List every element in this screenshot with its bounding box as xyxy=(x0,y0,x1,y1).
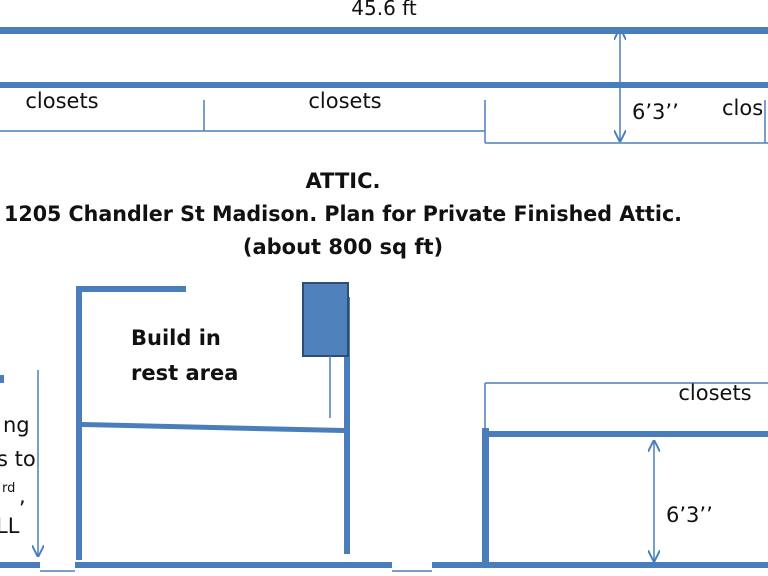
cabinet-box xyxy=(302,282,349,357)
title-line-1: ATTIC. xyxy=(306,169,381,193)
rest-area-label-line-1: Build in xyxy=(131,326,221,350)
overall-width-label: 45.6 ft xyxy=(351,0,417,20)
title-line-2: 1205 Chandler St Madison. Plan for Priva… xyxy=(4,202,682,226)
bottom-depth-label: 6’3’’ xyxy=(666,503,713,527)
top-inner-wall xyxy=(0,82,768,88)
closets-label-4: closets xyxy=(678,381,751,405)
right-room-left-wall xyxy=(482,428,489,564)
rest-area-top-wall xyxy=(76,286,186,292)
left-note-line-2: s to xyxy=(0,447,36,471)
right-room-top-wall xyxy=(482,431,768,437)
plan-title: ATTIC. 1205 Chandler St Madison. Plan fo… xyxy=(4,169,682,259)
bottom-wall xyxy=(0,562,768,568)
left-note-line-5: LL xyxy=(0,514,20,538)
title-line-3: (about 800 sq ft) xyxy=(243,235,443,259)
closets-label-1: closets xyxy=(25,89,98,113)
left-note-line-3: rd xyxy=(2,481,15,496)
bottom-wall-gap-2 xyxy=(392,562,432,568)
top-outer-wall xyxy=(0,27,768,34)
closets-label-3: clos xyxy=(722,96,763,120)
bottom-section: Build in rest area closets 6’3’’ ng s to… xyxy=(0,282,768,572)
top-depth-label: 6’3’’ xyxy=(632,100,679,124)
rest-area-label-line-2: rest area xyxy=(131,361,238,385)
left-note-line-1: ng xyxy=(3,413,30,437)
left-note-line-4: , xyxy=(19,484,26,508)
rest-area-right-wall xyxy=(344,297,350,554)
top-section: 45.6 ft closets closets clos 6’3’’ xyxy=(0,0,768,144)
bottom-wall-gap-1 xyxy=(40,562,75,568)
rest-area-divider-wall xyxy=(82,422,344,433)
closets-label-2: closets xyxy=(308,89,381,113)
rest-area-left-wall xyxy=(76,286,82,560)
left-wall-stub xyxy=(0,375,4,383)
